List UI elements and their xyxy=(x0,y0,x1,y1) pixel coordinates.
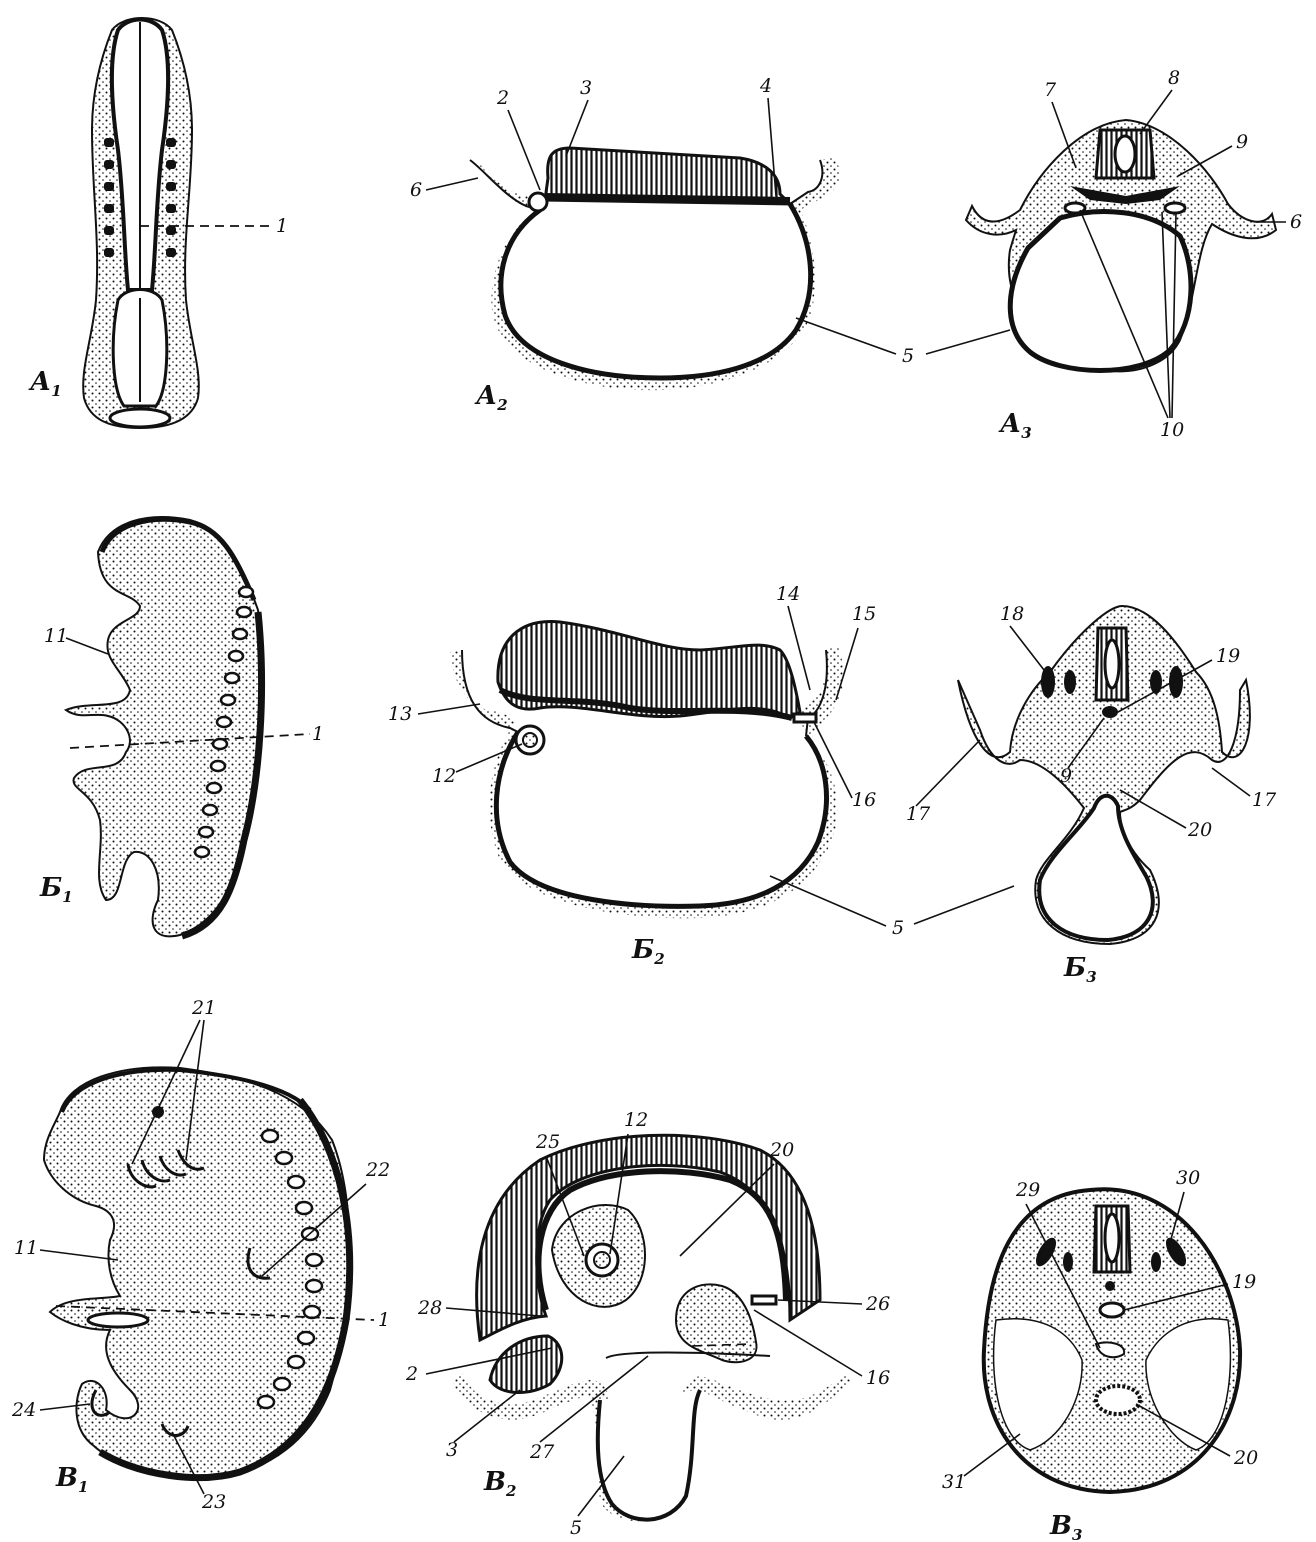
c1-label-24: 24 xyxy=(11,1399,36,1421)
a3-label-8: 8 xyxy=(1168,67,1180,89)
a1-label-1: 1 xyxy=(276,215,288,237)
panel-c2-drawing xyxy=(452,1133,852,1522)
c2-label-26: 26 xyxy=(865,1293,890,1315)
c3-label-19: 19 xyxy=(1232,1271,1256,1293)
a2-label-2: 2 xyxy=(496,87,509,109)
panel-a3-drawing xyxy=(964,118,1278,373)
c1-section-line xyxy=(55,1305,375,1321)
c3-label-30: 30 xyxy=(1176,1167,1200,1189)
panel-label-a1: А1 xyxy=(28,367,62,400)
c2-label-27: 27 xyxy=(529,1441,555,1463)
b3-label-17a: 17 xyxy=(906,803,931,825)
a2-label-3: 3 xyxy=(580,77,592,99)
panel-label-c1: В1 xyxy=(55,1463,88,1496)
b2-label-16: 16 xyxy=(852,789,876,811)
c2-label-5: 5 xyxy=(570,1517,582,1539)
b2-label-15: 15 xyxy=(852,603,876,625)
c3-label-31: 31 xyxy=(942,1471,966,1493)
panel-c3-drawing xyxy=(981,1187,1243,1495)
c1-label-23: 23 xyxy=(201,1491,226,1513)
a3-label-6: 6 xyxy=(1290,211,1302,233)
c1-label-11: 11 xyxy=(14,1237,38,1259)
c2-label-3: 3 xyxy=(446,1439,458,1461)
panel-label-b2: Б2 xyxy=(631,935,665,968)
panel-a2-drawing xyxy=(469,146,840,391)
panel-b3-drawing xyxy=(957,604,1251,946)
c3-label-29: 29 xyxy=(1015,1179,1040,1201)
c3-label-20: 20 xyxy=(1233,1447,1258,1469)
c1-label-21: 21 xyxy=(191,997,216,1019)
panel-label-a2: А2 xyxy=(474,381,508,414)
panel-label-b1: Б1 xyxy=(39,873,73,906)
b3-label-9: 9 xyxy=(1060,765,1072,787)
b3-label-17b: 17 xyxy=(1252,789,1277,811)
c1-label-22: 22 xyxy=(365,1159,390,1181)
c2-label-2: 2 xyxy=(405,1363,418,1385)
b3-label-18: 18 xyxy=(1000,603,1024,625)
panel-c1-drawing xyxy=(42,1066,354,1482)
c2-label-28: 28 xyxy=(417,1297,442,1319)
b1-label-1: 1 xyxy=(312,723,324,745)
a2-label-4: 4 xyxy=(759,75,772,97)
c2-label-12: 12 xyxy=(624,1109,648,1131)
b1-label-11: 11 xyxy=(44,625,68,647)
b2-label-14: 14 xyxy=(776,583,800,605)
a3-label-7: 7 xyxy=(1044,79,1057,101)
b2-label-5: 5 xyxy=(892,917,904,939)
panel-label-a3: А3 xyxy=(998,409,1032,442)
panel-label-c3: В3 xyxy=(1049,1511,1082,1542)
b2-label-13: 13 xyxy=(388,703,412,725)
a3-label-10: 10 xyxy=(1160,419,1184,441)
panel-b1-drawing xyxy=(63,516,266,940)
a3-label-9: 9 xyxy=(1236,131,1248,153)
c1-label-1: 1 xyxy=(378,1309,390,1331)
panel-label-b3: Б3 xyxy=(1063,953,1097,986)
panel-b2-drawing xyxy=(450,620,844,919)
panel-label-c2: В2 xyxy=(483,1467,516,1500)
c2-label-25: 25 xyxy=(535,1131,560,1153)
c2-label-20: 20 xyxy=(769,1139,794,1161)
b3-label-19: 19 xyxy=(1216,645,1240,667)
b3-label-20: 20 xyxy=(1187,819,1212,841)
panel-a1-drawing xyxy=(82,17,200,430)
c2-label-16: 16 xyxy=(866,1367,890,1389)
a2-label-5: 5 xyxy=(902,345,914,367)
a2-label-6: 6 xyxy=(410,179,422,201)
b2-label-12: 12 xyxy=(432,765,456,787)
b1-section-line xyxy=(69,733,311,749)
